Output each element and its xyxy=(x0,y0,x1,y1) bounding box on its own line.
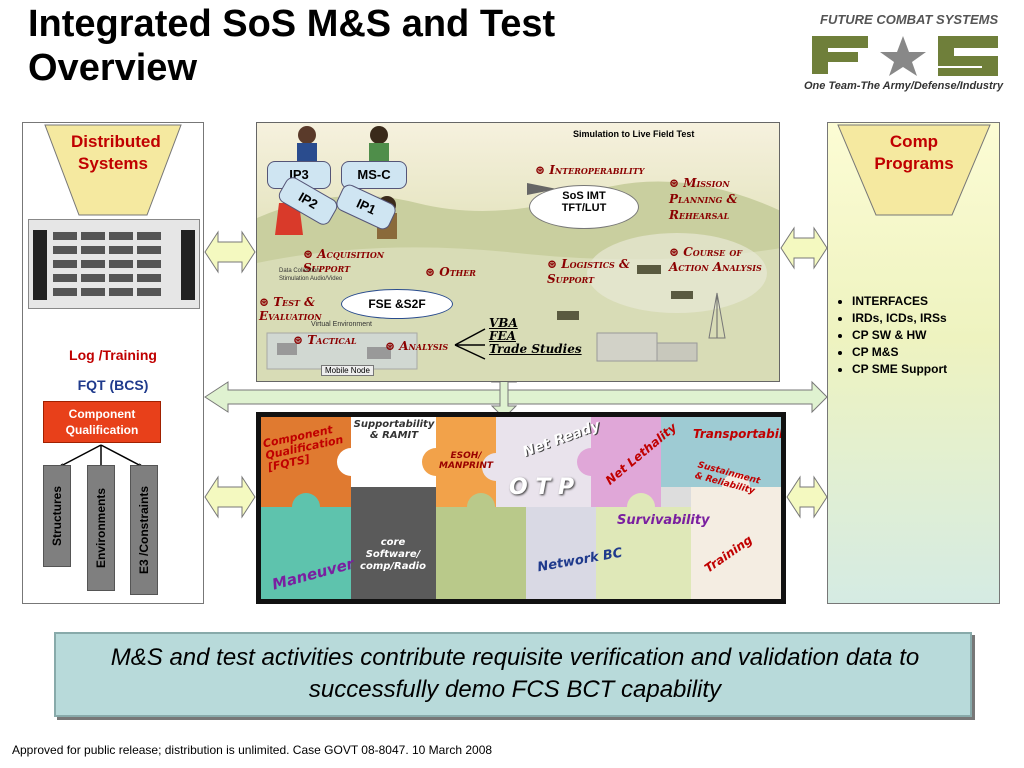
test-evaluation-label: ⊛ Test & Evaluation xyxy=(259,295,322,323)
ip1-label: IP1 xyxy=(354,195,379,218)
left-bottom-double-arrow xyxy=(204,475,256,519)
release-footer: Approved for public release; distributio… xyxy=(12,743,493,757)
otp-piece: O T P xyxy=(509,475,575,500)
list-item: INTERFACES xyxy=(852,293,1017,310)
esoh-piece: ESOH/ MANPRINT xyxy=(439,451,493,471)
summary-banner xyxy=(54,632,972,717)
analysis-arrows xyxy=(454,328,486,360)
right-funnel-shape xyxy=(837,124,991,216)
trade-label: Trade Studies xyxy=(489,342,582,356)
left-funnel-shape xyxy=(44,124,182,216)
distributed-systems-panel: Distributed Systems Log /Training FQT (B… xyxy=(22,122,204,604)
acquisition-label: ⊛ Acquisition Support xyxy=(303,247,385,275)
mobile-node-label: Mobile Node xyxy=(321,365,374,376)
supportability-piece: Supportability & RAMIT xyxy=(353,419,435,441)
environments-label: Environments xyxy=(94,487,108,569)
fse-oval: FSE &S2F xyxy=(341,289,453,319)
course-of-action-label: ⊛ Course of Action Analysis xyxy=(669,245,762,274)
fqt-label: FQT (BCS) xyxy=(77,377,149,393)
puzzle-background xyxy=(261,417,781,599)
other-label: ⊛ Other xyxy=(425,265,476,279)
data-collection-label: Data Collection Stimulation Audio/Video xyxy=(279,268,343,282)
right-top-double-arrow xyxy=(780,226,828,270)
component-qualification-box: Component Qualification xyxy=(43,401,161,443)
fea-label: FEA xyxy=(489,329,516,343)
comp-programs-panel: Comp Programs INTERFACES IRDs, ICDs, IRS… xyxy=(827,122,1000,604)
list-item: CP SW & HW xyxy=(852,327,1017,344)
fcs-logo: FUTURE COMBAT SYSTEMS One Team-The Army/… xyxy=(800,10,1015,100)
logo-line1: FUTURE COMBAT SYSTEMS xyxy=(820,12,999,27)
virtual-environment-label: Virtual Environment xyxy=(311,321,372,328)
distributed-systems-thumbnail xyxy=(28,219,200,309)
log-training-label: Log /Training xyxy=(69,347,157,363)
interoperability-label: ⊛ Interoperability xyxy=(535,163,645,177)
list-item: CP SME Support xyxy=(852,361,1017,378)
left-top-double-arrow xyxy=(204,230,256,274)
structures-label: Structures xyxy=(50,485,64,547)
e3-constraints-label: E3 /Constraints xyxy=(137,485,151,575)
vba-list: VBA FEA Trade Studies xyxy=(489,317,582,356)
list-item: CP M&S xyxy=(852,344,1017,361)
sos-imt-label: SoS IMT TFT/LUT xyxy=(561,190,607,214)
simulation-header: Simulation to Live Field Test xyxy=(573,129,695,139)
otp-puzzle-image: Component Qualification [FQTS] Supportab… xyxy=(256,412,786,604)
logistics-label: ⊛ Logistics & Support xyxy=(547,257,630,286)
fcs-mark-icon xyxy=(812,36,998,76)
comp-programs-list: INTERFACES IRDs, ICDs, IRSs CP SW & HW C… xyxy=(832,293,1017,378)
mission-planning-label: ⊛ Mission Planning & Rehearsal xyxy=(669,176,738,222)
structures-bar: Structures xyxy=(43,465,71,567)
ms-c-label: MS-C xyxy=(357,167,391,182)
comp-programs-label: Comp Programs xyxy=(874,132,954,173)
distributed-systems-label: Distributed Systems xyxy=(71,132,161,173)
logo-line2: One Team-The Army/Defense/Industry xyxy=(804,80,1004,92)
summary-text: M&S and test activities contribute requi… xyxy=(110,644,920,703)
vba-label: VBA xyxy=(489,316,518,330)
fse-label: FSE &S2F xyxy=(368,297,426,311)
environments-bar: Environments xyxy=(87,465,115,591)
sos-imt-oval: SoS IMT TFT/LUT xyxy=(529,185,639,229)
core-software-piece: core Software/ comp/Radio xyxy=(360,537,426,572)
e3-constraints-bar: E3 /Constraints xyxy=(130,465,158,595)
simulation-field-panel: Simulation to Live Field Test IP3 MS-C I… xyxy=(256,122,780,382)
tactical-label: ⊛ Tactical xyxy=(293,333,357,347)
transportability-piece: Transportability xyxy=(693,427,783,441)
page-title: Integrated SoS M&S and Test Overview xyxy=(28,3,556,89)
horizontal-bus-arrow xyxy=(204,380,828,414)
right-bottom-double-arrow xyxy=(786,475,828,519)
survivability-piece: Survivability xyxy=(617,513,710,528)
ip2-label: IP2 xyxy=(296,189,321,212)
list-item: IRDs, ICDs, IRSs xyxy=(852,310,1017,327)
analysis-label: ⊛ Analysis xyxy=(385,339,449,353)
